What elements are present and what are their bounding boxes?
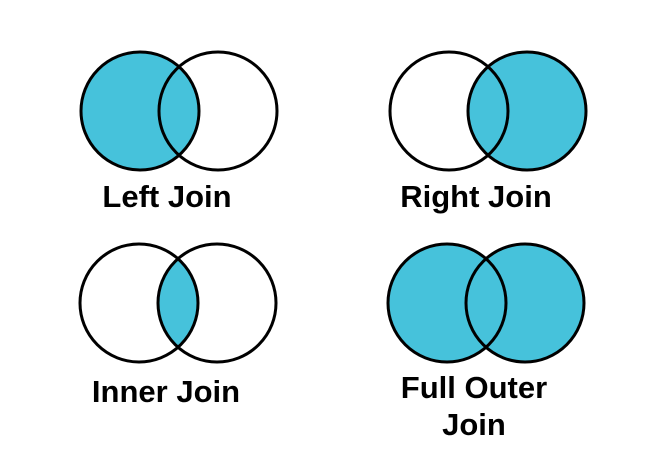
right-circle-outline xyxy=(156,242,278,364)
intersection-fill xyxy=(466,258,506,348)
inner-join-label: Inner Join xyxy=(91,374,241,409)
full-outer-join-venn-diagram xyxy=(385,242,587,364)
intersection-fill xyxy=(158,258,198,348)
inner-join-venn-diagram xyxy=(77,242,279,364)
left-circle-outline xyxy=(386,242,508,364)
venn-svg xyxy=(78,242,278,364)
left-circle-outline xyxy=(388,50,510,172)
left-circle-outline xyxy=(79,50,201,172)
right-join-venn-diagram xyxy=(387,50,589,172)
venn-svg xyxy=(79,50,279,172)
left-join-label: Left Join xyxy=(102,179,232,214)
right-circle-outline xyxy=(466,50,588,172)
right-circle-outline xyxy=(157,50,279,172)
venn-svg xyxy=(388,50,588,172)
left-circle-outline xyxy=(78,242,200,364)
venn-svg xyxy=(386,242,586,364)
right-circle-outline xyxy=(464,242,586,364)
intersection-fill xyxy=(468,66,508,156)
full-outer-join-label: Full Outer Join xyxy=(400,370,548,443)
left-join-venn-diagram xyxy=(78,50,280,172)
right-join-label: Right Join xyxy=(400,179,552,214)
intersection-fill xyxy=(159,66,199,156)
